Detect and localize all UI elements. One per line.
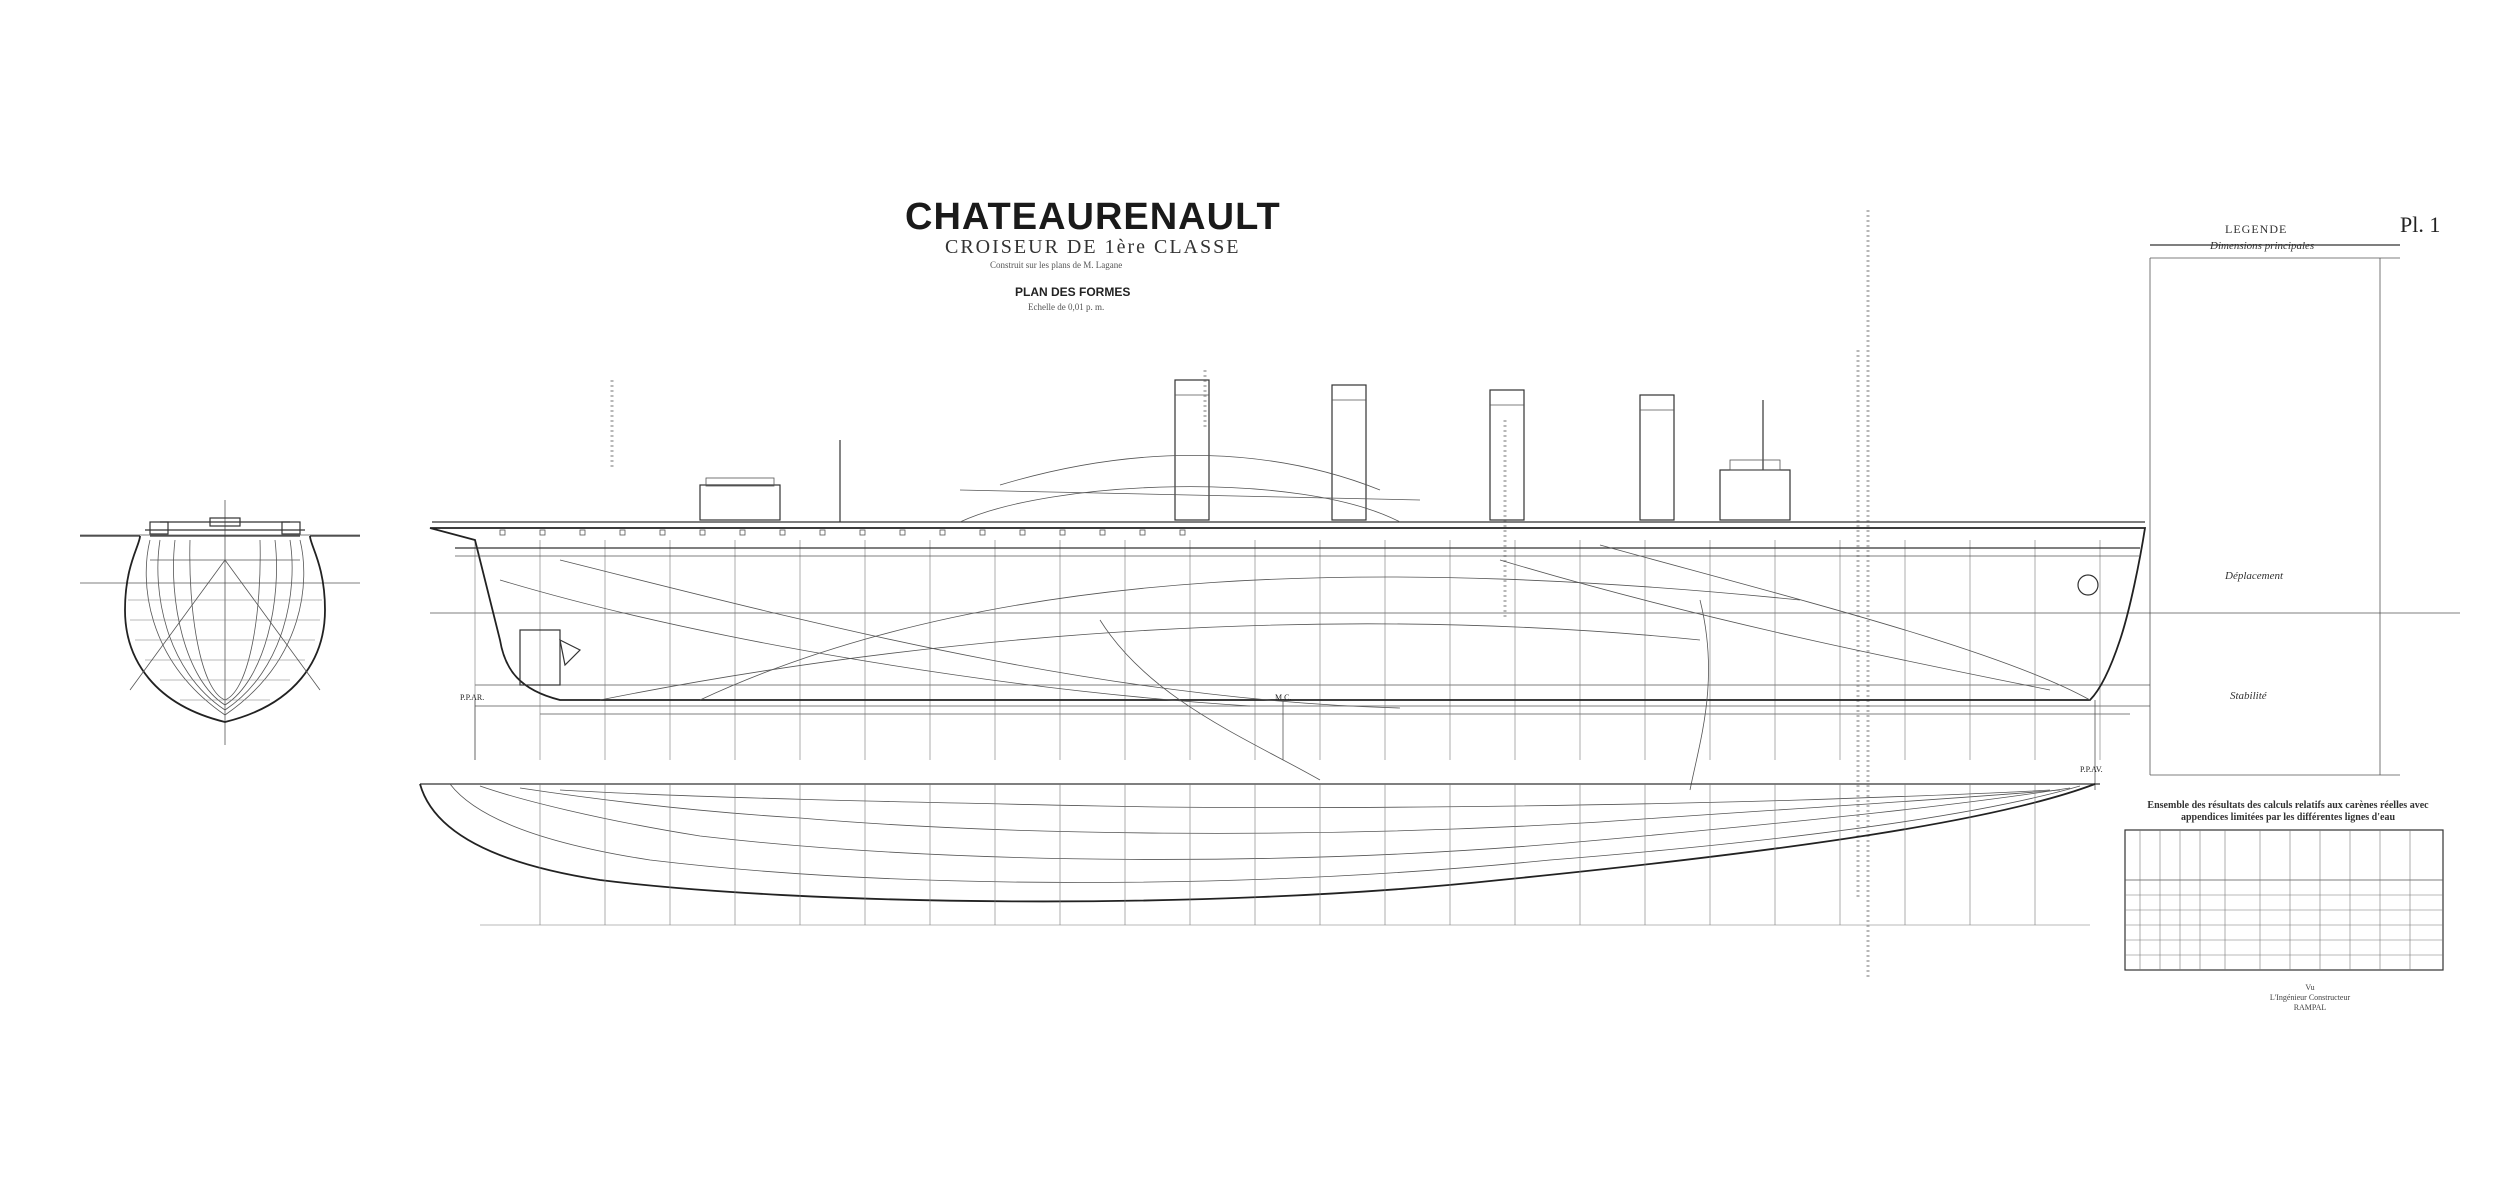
signature-block: Vu L'Ingénieur Constructeur RAMPAL (2250, 983, 2370, 1013)
body-plan-view (80, 500, 360, 745)
legend-section-displacement: Déplacement (2225, 570, 2284, 582)
legend-section-dimensions: Dimensions principales (2210, 240, 2315, 252)
signature-name: RAMPAL (2293, 1003, 2327, 1012)
legend-heading: LEGENDE (2225, 222, 2288, 236)
plate-number: Pl. 1 (2400, 212, 2441, 237)
signature-line: L'Ingénieur Constructeur (2269, 993, 2351, 1002)
table-caption: Ensemble des résultats des calculs relat… (2147, 800, 2429, 823)
plan-scale: Echelle de 0,01 p. m. (1028, 302, 1105, 312)
marker-midship: M.C. (1275, 693, 1292, 702)
ship-type-subtitle: CROISEUR DE 1ère CLASSE (945, 236, 1241, 258)
signature-line: Vu (2305, 983, 2315, 992)
marker-forward-perpendicular: P.P.AV. (2080, 765, 2103, 774)
designer-line: Construit sur les plans de M. Lagane (990, 260, 1123, 270)
results-table (2124, 829, 2444, 971)
half-breadth-plan-view (419, 783, 2100, 926)
ship-name-title: CHATEAURENAULT (905, 196, 1281, 238)
plan-name: PLAN DES FORMES (1015, 285, 1131, 299)
marker-aft-perpendicular: P.P.AR. (460, 693, 485, 702)
legend-section-stability: Stabilité (2230, 690, 2267, 702)
legend-panel (2149, 244, 2400, 776)
sheer-plan-view (429, 379, 2460, 791)
